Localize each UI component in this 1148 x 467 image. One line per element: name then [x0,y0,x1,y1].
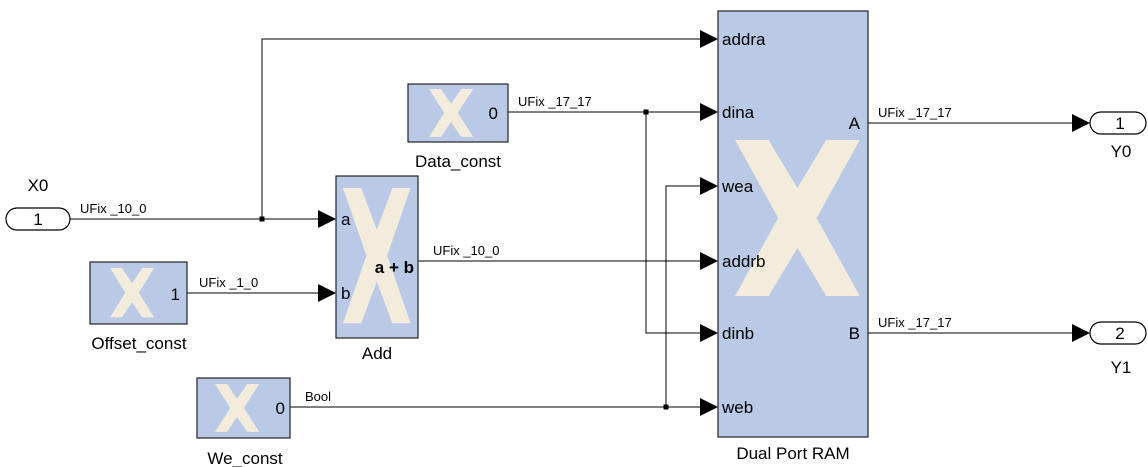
we-const-value: 0 [276,399,285,418]
port-addrb: addrb [722,252,765,271]
we-const-name: We_const [207,449,283,467]
junction-data [643,109,649,115]
data-const-value: 0 [489,104,498,123]
dual-port-ram-block[interactable]: addra dina wea addrb dinb web A B [717,10,869,438]
y0-number: 1 [1115,114,1124,133]
data-const-name: Data_const [415,152,501,171]
port-addra: addra [722,30,766,49]
signal-label-we: Bool [305,389,331,404]
signal-label-add: UFix _10_0 [433,243,499,258]
wire-we-to-wea [665,185,700,407]
arrow-y0 [1072,114,1090,132]
port-web: web [721,398,753,417]
add-port-a: a [341,210,351,229]
offset-const-value: 1 [171,285,180,304]
offset-const-name: Offset_const [91,334,186,353]
y1-outport[interactable]: 2 [1089,321,1147,345]
arrow-web [700,398,718,416]
signal-label-ram-a: UFix _17_17 [878,105,952,120]
y0-name: Y0 [1111,142,1132,161]
data-const-block[interactable]: 0 [407,83,509,143]
port-wea: wea [721,177,754,196]
arrow-addrb [700,252,718,270]
signal-label-offset: UFix _1_0 [199,275,258,290]
add-block[interactable]: a b a + b [335,175,419,339]
offset-const-block[interactable]: 1 [89,261,188,325]
port-out-b: B [849,324,860,343]
arrow-wea [700,177,718,195]
arrow-y1 [1072,324,1090,342]
x0-name: X0 [28,176,49,195]
dual-port-ram-name: Dual Port RAM [736,444,849,463]
junction-we [663,404,669,410]
add-port-b: b [341,284,350,303]
x0-inport[interactable]: 1 [5,207,71,231]
arrow-add-a [318,210,336,228]
x0-number: 1 [33,210,42,229]
add-operation: a + b [375,258,414,277]
we-const-block[interactable]: 0 [196,377,291,439]
wire-data-to-dinb [645,112,700,334]
y0-outport[interactable]: 1 [1089,111,1147,135]
arrow-add-b [318,284,336,302]
port-dinb: dinb [722,324,754,343]
port-out-a: A [849,114,861,133]
add-name: Add [362,344,392,363]
signal-label-ram-b: UFix _17_17 [878,315,952,330]
y1-number: 2 [1115,324,1124,343]
port-dina: dina [722,103,755,122]
y1-name: Y1 [1111,358,1132,377]
arrow-dina [700,103,718,121]
arrow-dinb [700,324,718,342]
signal-label-x0: UFix _10_0 [80,201,146,216]
arrow-addra [700,30,718,48]
junction-x0 [259,216,265,222]
signal-label-data: UFix _17_17 [518,94,592,109]
wire-x0-to-addra [261,38,700,219]
